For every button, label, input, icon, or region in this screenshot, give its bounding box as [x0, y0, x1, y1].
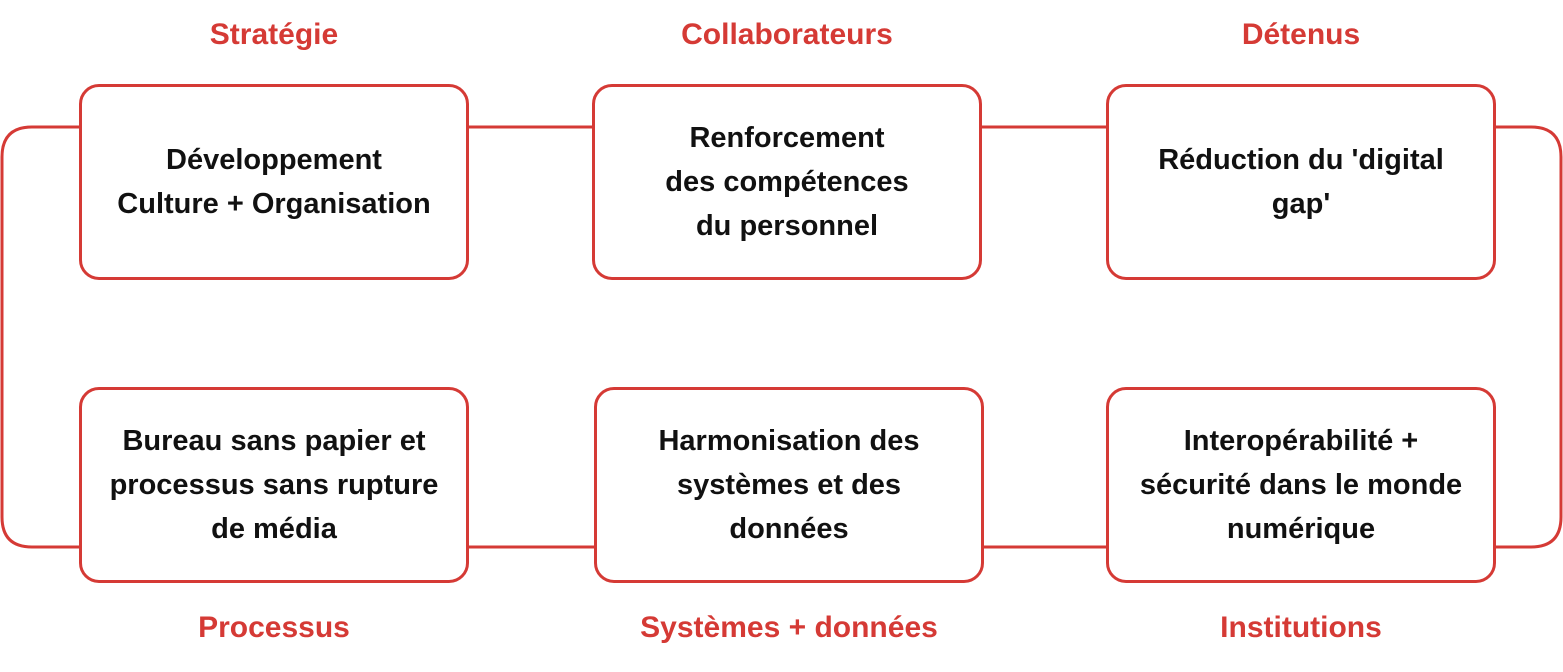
heading-systemes-donnees: Systèmes + données: [640, 611, 938, 644]
heading-detenus: Détenus: [1241, 18, 1361, 51]
connector-right-loop: [1494, 125, 1563, 549]
box-renforcement: Renforcement des compétences du personne…: [592, 84, 982, 280]
box-interoperabilite-text: Interopérabilité + sécurité dans le mond…: [1139, 425, 1463, 545]
box-developpement: Développement Culture + Organisation: [79, 84, 469, 280]
heading-strategie: Stratégie: [209, 18, 339, 51]
box-harmonisation: Harmonisation des systèmes et des donnée…: [594, 387, 984, 583]
heading-processus: Processus: [198, 611, 350, 644]
box-renforcement-text: Renforcement des compétences du personne…: [665, 122, 909, 242]
box-bureau-text: Bureau sans papier et processus sans rup…: [109, 425, 439, 545]
box-reduction-text: Réduction du 'digital gap': [1158, 144, 1444, 220]
heading-collaborateurs: Collaborateurs: [681, 18, 893, 51]
box-interoperabilite: Interopérabilité + sécurité dans le mond…: [1106, 387, 1496, 583]
box-reduction: Réduction du 'digital gap': [1106, 84, 1496, 280]
box-developpement-text: Développement Culture + Organisation: [117, 144, 431, 220]
box-harmonisation-text: Harmonisation des systèmes et des donnée…: [658, 425, 920, 545]
connector-left-loop: [0, 125, 79, 549]
box-bureau: Bureau sans papier et processus sans rup…: [79, 387, 469, 583]
heading-institutions: Institutions: [1220, 611, 1382, 644]
